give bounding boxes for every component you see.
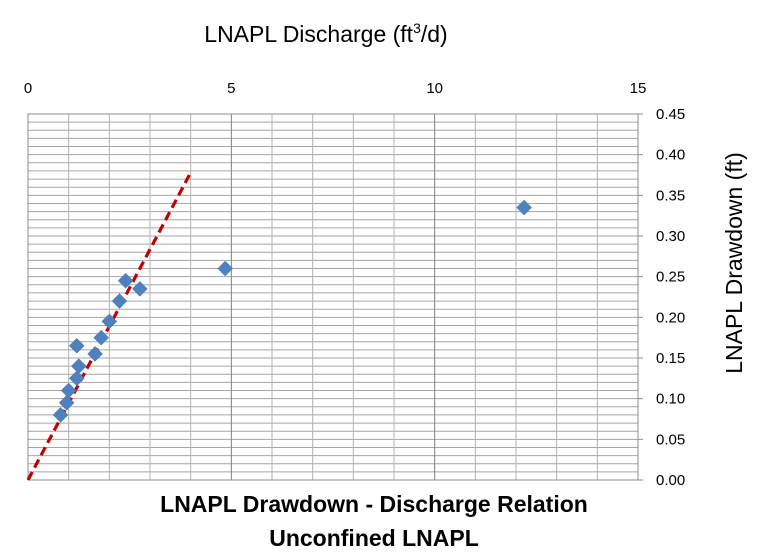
x-axis-ticks: 0 5 10 15 — [24, 80, 647, 97]
data-points — [52, 199, 532, 423]
y-tick-label: 0.25 — [656, 269, 685, 286]
y-axis-title: LNAPL Drawdown (ft) — [721, 152, 747, 374]
data-point — [70, 358, 87, 374]
data-point — [87, 346, 103, 362]
plot-area-frame — [27, 113, 639, 481]
data-point — [60, 382, 77, 399]
x-tick-label: 10 — [426, 80, 443, 97]
data-point — [68, 337, 85, 354]
x-tick-label: 5 — [227, 80, 235, 97]
data-point — [516, 199, 532, 216]
x-axis-title-end: /d) — [421, 21, 448, 47]
y-tick-label: 0.05 — [656, 431, 685, 448]
data-point — [52, 407, 69, 423]
y-tick-label: 0.40 — [656, 147, 685, 164]
data-point — [93, 329, 110, 346]
x-axis-title-main: LNAPL Discharge (ft — [204, 21, 413, 47]
y-axis-ticks: 0.00 0.05 0.10 0.15 0.20 0.25 0.30 0.35 0.40 0.45 — [638, 106, 685, 489]
x-axis-title-superscript: 3 — [413, 20, 421, 36]
x-axis-title: LNAPL Discharge (ft3/d) — [204, 20, 447, 47]
data-point — [111, 293, 128, 309]
y-tick-label: 0.00 — [656, 472, 685, 489]
data-point — [101, 313, 118, 330]
data-point — [58, 394, 75, 411]
chart-title: LNAPL Drawdown - Discharge Relation — [160, 491, 588, 517]
y-tick-label: 0.45 — [656, 106, 685, 123]
data-point — [68, 370, 85, 387]
y-tick-label: 0.35 — [656, 187, 685, 204]
grid-lines — [28, 114, 638, 480]
x-tick-label: 15 — [630, 80, 647, 97]
data-point — [131, 281, 148, 297]
y-tick-label: 0.20 — [656, 309, 685, 326]
y-tick-label: 0.30 — [656, 228, 685, 245]
y-tick-label: 0.15 — [656, 350, 685, 367]
y-tick-label: 0.10 — [656, 391, 685, 408]
data-point — [217, 260, 234, 277]
x-tick-label: 0 — [24, 80, 32, 97]
chart-subtitle: Unconfined LNAPL — [269, 525, 479, 551]
data-point — [117, 272, 134, 289]
